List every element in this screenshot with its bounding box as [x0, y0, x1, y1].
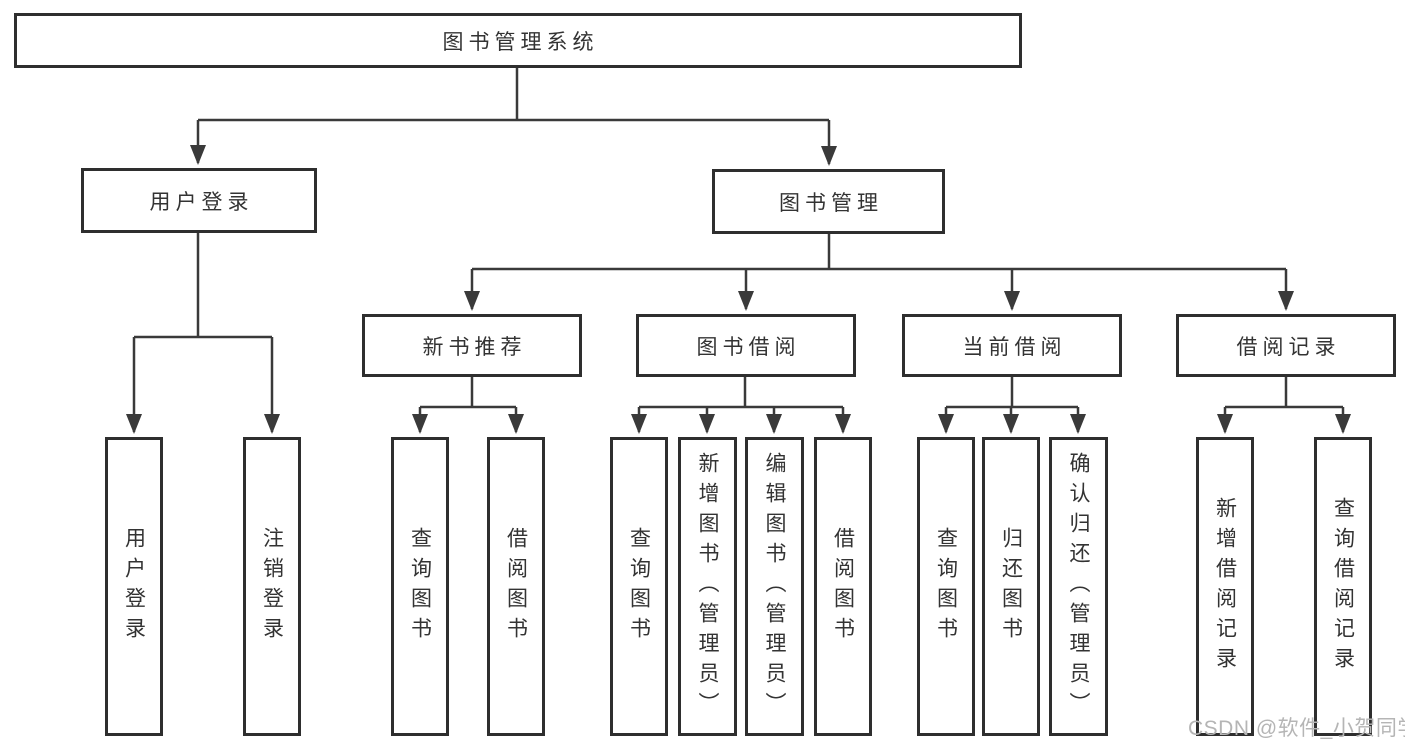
node-label: 编辑图书（管理员）	[763, 451, 786, 722]
leaf-bb-borrow-books: 借阅图书	[814, 437, 872, 736]
leaf-user-login: 用户登录	[105, 437, 163, 736]
node-label: 用户登录	[122, 526, 146, 647]
node-label: 借阅图书	[831, 526, 855, 647]
node-label: 归还图书	[999, 526, 1023, 647]
node-label: 用户登录	[149, 190, 254, 214]
node-label: 当前借阅	[962, 335, 1067, 359]
node-label: 图书借阅	[696, 335, 801, 359]
connector-arrows	[126, 120, 1351, 434]
node-library-management-system: 图书管理系统	[14, 13, 1022, 68]
node-current-borrowing: 当前借阅	[902, 314, 1122, 377]
leaf-bb-edit-books-admin: 编辑图书（管理员）	[745, 437, 804, 736]
node-label: 查询借阅记录	[1331, 496, 1355, 677]
leaf-br-add-borrow-record: 新增借阅记录	[1196, 437, 1254, 736]
node-label: 借阅记录	[1236, 335, 1341, 359]
connector-trunks	[134, 68, 1343, 409]
leaf-bb-add-books-admin: 新增图书（管理员）	[678, 437, 737, 736]
node-label: 注销登录	[260, 526, 284, 647]
leaf-bb-query-books: 查询图书	[610, 437, 668, 736]
node-label: 新书推荐	[422, 335, 527, 359]
leaf-nb-borrow-books: 借阅图书	[487, 437, 545, 736]
node-new-book-recommendation: 新书推荐	[362, 314, 582, 377]
node-borrowing-records: 借阅记录	[1176, 314, 1396, 377]
node-book-management: 图书管理	[712, 169, 945, 234]
node-label: 查询图书	[408, 526, 432, 647]
node-label: 确认归还（管理员）	[1067, 451, 1090, 722]
leaf-nb-query-books: 查询图书	[391, 437, 449, 736]
leaf-cb-return-books: 归还图书	[982, 437, 1040, 736]
leaf-logout: 注销登录	[243, 437, 301, 736]
leaf-cb-query-books: 查询图书	[917, 437, 975, 736]
node-label: 查询图书	[934, 526, 958, 647]
node-label: 新增借阅记录	[1213, 496, 1237, 677]
csdn-watermark: CSDN @软件_小贺同学	[1188, 717, 1405, 740]
node-book-borrowing: 图书借阅	[636, 314, 856, 377]
node-label: 图书管理	[779, 191, 883, 215]
leaf-cb-confirm-return-admin: 确认归还（管理员）	[1049, 437, 1108, 736]
node-label: 图书管理系统	[442, 30, 599, 54]
leaf-br-query-borrow-record: 查询借阅记录	[1314, 437, 1372, 736]
node-label: 借阅图书	[504, 526, 528, 647]
node-label: 查询图书	[627, 526, 651, 647]
node-label: 新增图书（管理员）	[696, 451, 719, 722]
node-user-login: 用户登录	[81, 168, 317, 233]
